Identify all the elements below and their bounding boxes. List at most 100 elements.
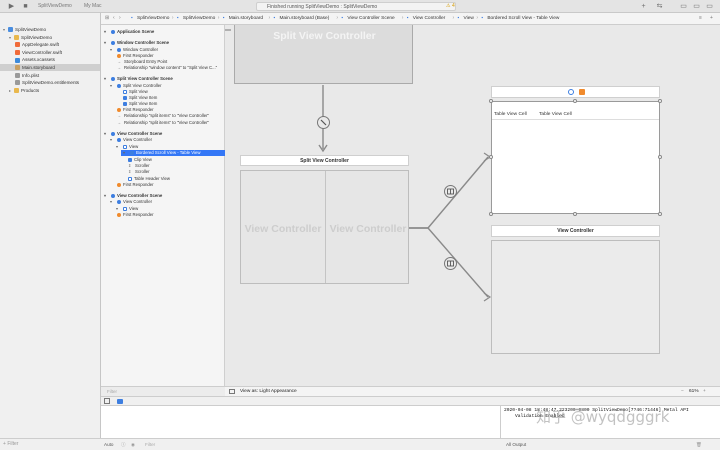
navigator-item[interactable]: SplitViewDemo.entitlements	[0, 79, 100, 86]
relationship-segue-icon[interactable]	[317, 116, 330, 129]
disclosure-triangle-icon[interactable]	[110, 108, 115, 112]
table-view-controller[interactable]: Table View Cell Table View Cell	[491, 101, 660, 214]
disclosure-triangle-icon[interactable]: ▾	[104, 130, 107, 136]
outline-item[interactable]: Split View Item	[101, 101, 225, 107]
related-items-icon[interactable]: ⊞	[105, 15, 110, 21]
outline-item[interactable]: ⇕Scroller	[101, 169, 225, 175]
trash-icon[interactable]: 🗑	[696, 442, 702, 447]
outline-item[interactable]: ▾View	[101, 144, 225, 150]
disclosure-triangle-icon[interactable]	[110, 121, 115, 125]
add-editor-icon[interactable]: +	[710, 15, 713, 21]
outline-item[interactable]: →Relationship "split items" to "View Con…	[101, 113, 225, 119]
breadcrumb-item[interactable]: Main.storyboard	[228, 16, 264, 21]
navigator-item[interactable]: Main.storyboard	[0, 64, 100, 71]
code-review-icon[interactable]: ⇆	[656, 3, 663, 10]
split-segue-icon-bottom[interactable]	[444, 257, 457, 270]
resize-handle[interactable]	[489, 155, 493, 159]
warning-icon[interactable]: ⚠	[446, 3, 451, 9]
outline-scene-header[interactable]: ▾View Controller Scene	[101, 131, 225, 137]
disclosure-triangle-icon[interactable]	[116, 90, 121, 94]
scheme-selector[interactable]: SplitViewDemo	[38, 3, 72, 9]
outline-item[interactable]: First Responder	[101, 107, 225, 113]
plus-icon[interactable]: +	[3, 441, 8, 447]
breadcrumb-item[interactable]: View	[463, 16, 474, 21]
window-controller-scene[interactable]: Split View Controller	[234, 25, 413, 84]
outline-scene-header[interactable]: ▾Application Scene	[101, 29, 225, 35]
library-plus-icon[interactable]: +	[641, 3, 646, 10]
vars-filter-input[interactable]: Filter	[145, 442, 156, 447]
outline-item[interactable]: Table Header View	[101, 176, 225, 182]
navigator-item[interactable]: ViewController.swift	[0, 49, 100, 56]
outline-item[interactable]: →Storyboard Entry Point	[101, 59, 225, 65]
outline-scene-header[interactable]: ▾Window Controller Scene	[101, 40, 225, 46]
outline-item[interactable]: ▾Window Controller	[101, 47, 225, 53]
outline-item[interactable]: First Responder	[101, 182, 225, 188]
navigator-filter[interactable]: + Filter	[0, 438, 101, 450]
outline-item[interactable]: Split View	[101, 89, 225, 95]
back-icon[interactable]: ‹	[113, 15, 115, 21]
disclosure-triangle-icon[interactable]: ▾	[116, 143, 119, 149]
disclosure-triangle-icon[interactable]: ▾	[110, 198, 113, 204]
outline-item[interactable]: First Responder	[101, 212, 225, 218]
resize-handle[interactable]	[573, 99, 577, 103]
output-selector[interactable]: All Output	[506, 442, 527, 447]
breadcrumb-item[interactable]: SplitViewDemo	[137, 16, 170, 21]
disclosure-triangle-icon[interactable]: ▾	[110, 82, 113, 88]
first-responder-dock-icon[interactable]	[579, 89, 585, 95]
outline-toggle-icon[interactable]	[229, 389, 235, 394]
navigator-item[interactable]: ▾SplitViewDemo	[0, 26, 100, 33]
outline-item[interactable]: →Relationship "split items" to "View Con…	[101, 120, 225, 126]
stop-button[interactable]: ■	[23, 3, 28, 10]
outline-item[interactable]: ▾View	[101, 206, 225, 212]
breadcrumb-item[interactable]: View Controller	[412, 16, 446, 21]
disclosure-triangle-icon[interactable]: ▾	[104, 75, 107, 81]
inspector-toggle-icon[interactable]: ▭	[706, 3, 713, 10]
breadcrumb-item[interactable]: Main.storyboard (Base)	[279, 16, 330, 21]
outline-item[interactable]: →Relationship "window content" to "Split…	[101, 65, 225, 71]
navigator-item[interactable]: AppDelegate.swift	[0, 41, 100, 48]
disclosure-triangle-icon[interactable]: ▾	[104, 39, 107, 45]
forward-icon[interactable]: ›	[119, 15, 121, 21]
split-scene-title[interactable]: Split View Controller	[240, 155, 409, 166]
navigator-item[interactable]: Assets.xcassets	[0, 56, 100, 63]
outline-item[interactable]: Split View Item	[101, 95, 225, 101]
outline-item[interactable]: ▾View Controller	[101, 137, 225, 143]
disclosure-triangle-icon[interactable]: ▾	[110, 136, 113, 142]
disclosure-triangle-icon[interactable]: ▾	[3, 27, 6, 32]
resize-handle[interactable]	[658, 155, 662, 159]
view-as-button[interactable]: View as: Light Appearance	[240, 389, 297, 394]
disclosure-triangle-icon[interactable]	[116, 102, 121, 106]
outline-item[interactable]: First Responder	[101, 53, 225, 59]
resize-handle[interactable]	[489, 99, 493, 103]
disclosure-triangle-icon[interactable]: ▾	[116, 205, 119, 211]
disclosure-triangle-icon[interactable]: ▾	[123, 149, 126, 155]
destination-selector[interactable]: My Mac	[84, 3, 102, 9]
info-icon[interactable]: ⓘ	[121, 442, 126, 447]
disclosure-triangle-icon[interactable]: ▾	[110, 46, 113, 52]
outline-item[interactable]: ▾Bordered Scroll View - Table View	[121, 150, 225, 156]
storyboard-canvas[interactable]: Split View Controller Split View Control…	[225, 25, 720, 386]
disclosure-triangle-icon[interactable]: ▾	[104, 28, 107, 34]
outline-item[interactable]: ⇕Scroller	[101, 163, 225, 169]
disclosure-triangle-icon[interactable]	[110, 60, 115, 64]
outline-scene-header[interactable]: ▾View Controller Scene	[101, 193, 225, 199]
resize-handle[interactable]	[658, 212, 662, 216]
navigator-toggle-icon[interactable]: ▭	[680, 3, 687, 10]
disclosure-triangle-icon[interactable]	[110, 114, 115, 118]
debug-area-toggle-icon[interactable]: ▭	[693, 3, 700, 10]
outline-filter[interactable]: Filter	[101, 386, 225, 396]
navigator-filter-input[interactable]: Filter	[7, 441, 19, 447]
breakpoints-toggle-icon[interactable]	[117, 399, 123, 404]
disclosure-triangle-icon[interactable]	[110, 54, 115, 58]
breadcrumb-item[interactable]: View Controller Scene	[347, 16, 395, 21]
breadcrumb-item[interactable]: Bordered Scroll View - Table View	[487, 16, 560, 21]
breadcrumb-item[interactable]: SplitViewDemo	[182, 16, 216, 21]
resize-handle[interactable]	[573, 212, 577, 216]
run-button[interactable]: ▶	[8, 3, 15, 10]
navigator-item[interactable]: ▾SplitViewDemo	[0, 34, 100, 41]
editor-options-icon[interactable]: ≡	[699, 15, 702, 21]
auto-selector[interactable]: Auto	[104, 442, 114, 447]
view-controller-dock-icon[interactable]	[568, 89, 574, 95]
disclosure-triangle-icon[interactable]	[110, 66, 115, 70]
zoom-in-icon[interactable]: +	[703, 389, 706, 394]
